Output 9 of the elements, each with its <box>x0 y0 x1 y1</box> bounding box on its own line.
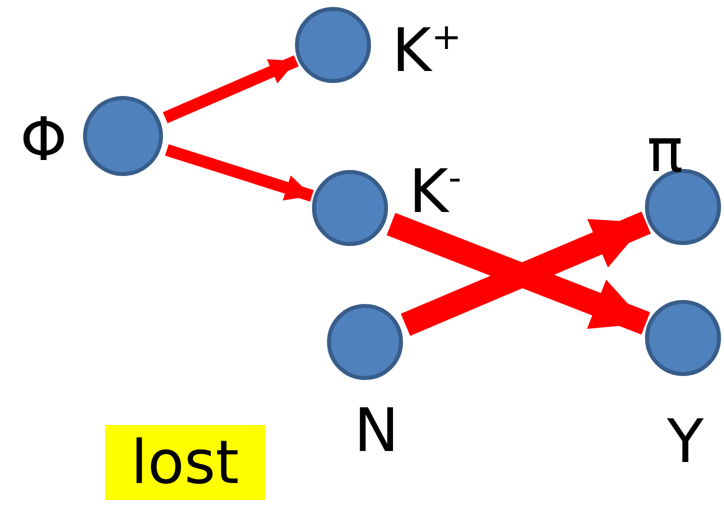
particle-label: Φ <box>20 110 68 170</box>
particle-label: π <box>647 121 684 181</box>
particle-label: K$^{-}$ <box>409 162 462 222</box>
particle-label: N <box>354 401 399 461</box>
particle-label: Y <box>667 412 704 472</box>
note-box: lost <box>105 425 265 500</box>
particle-label: K$^{+}$ <box>392 21 462 81</box>
arrow <box>165 144 314 202</box>
arrow <box>162 55 299 124</box>
